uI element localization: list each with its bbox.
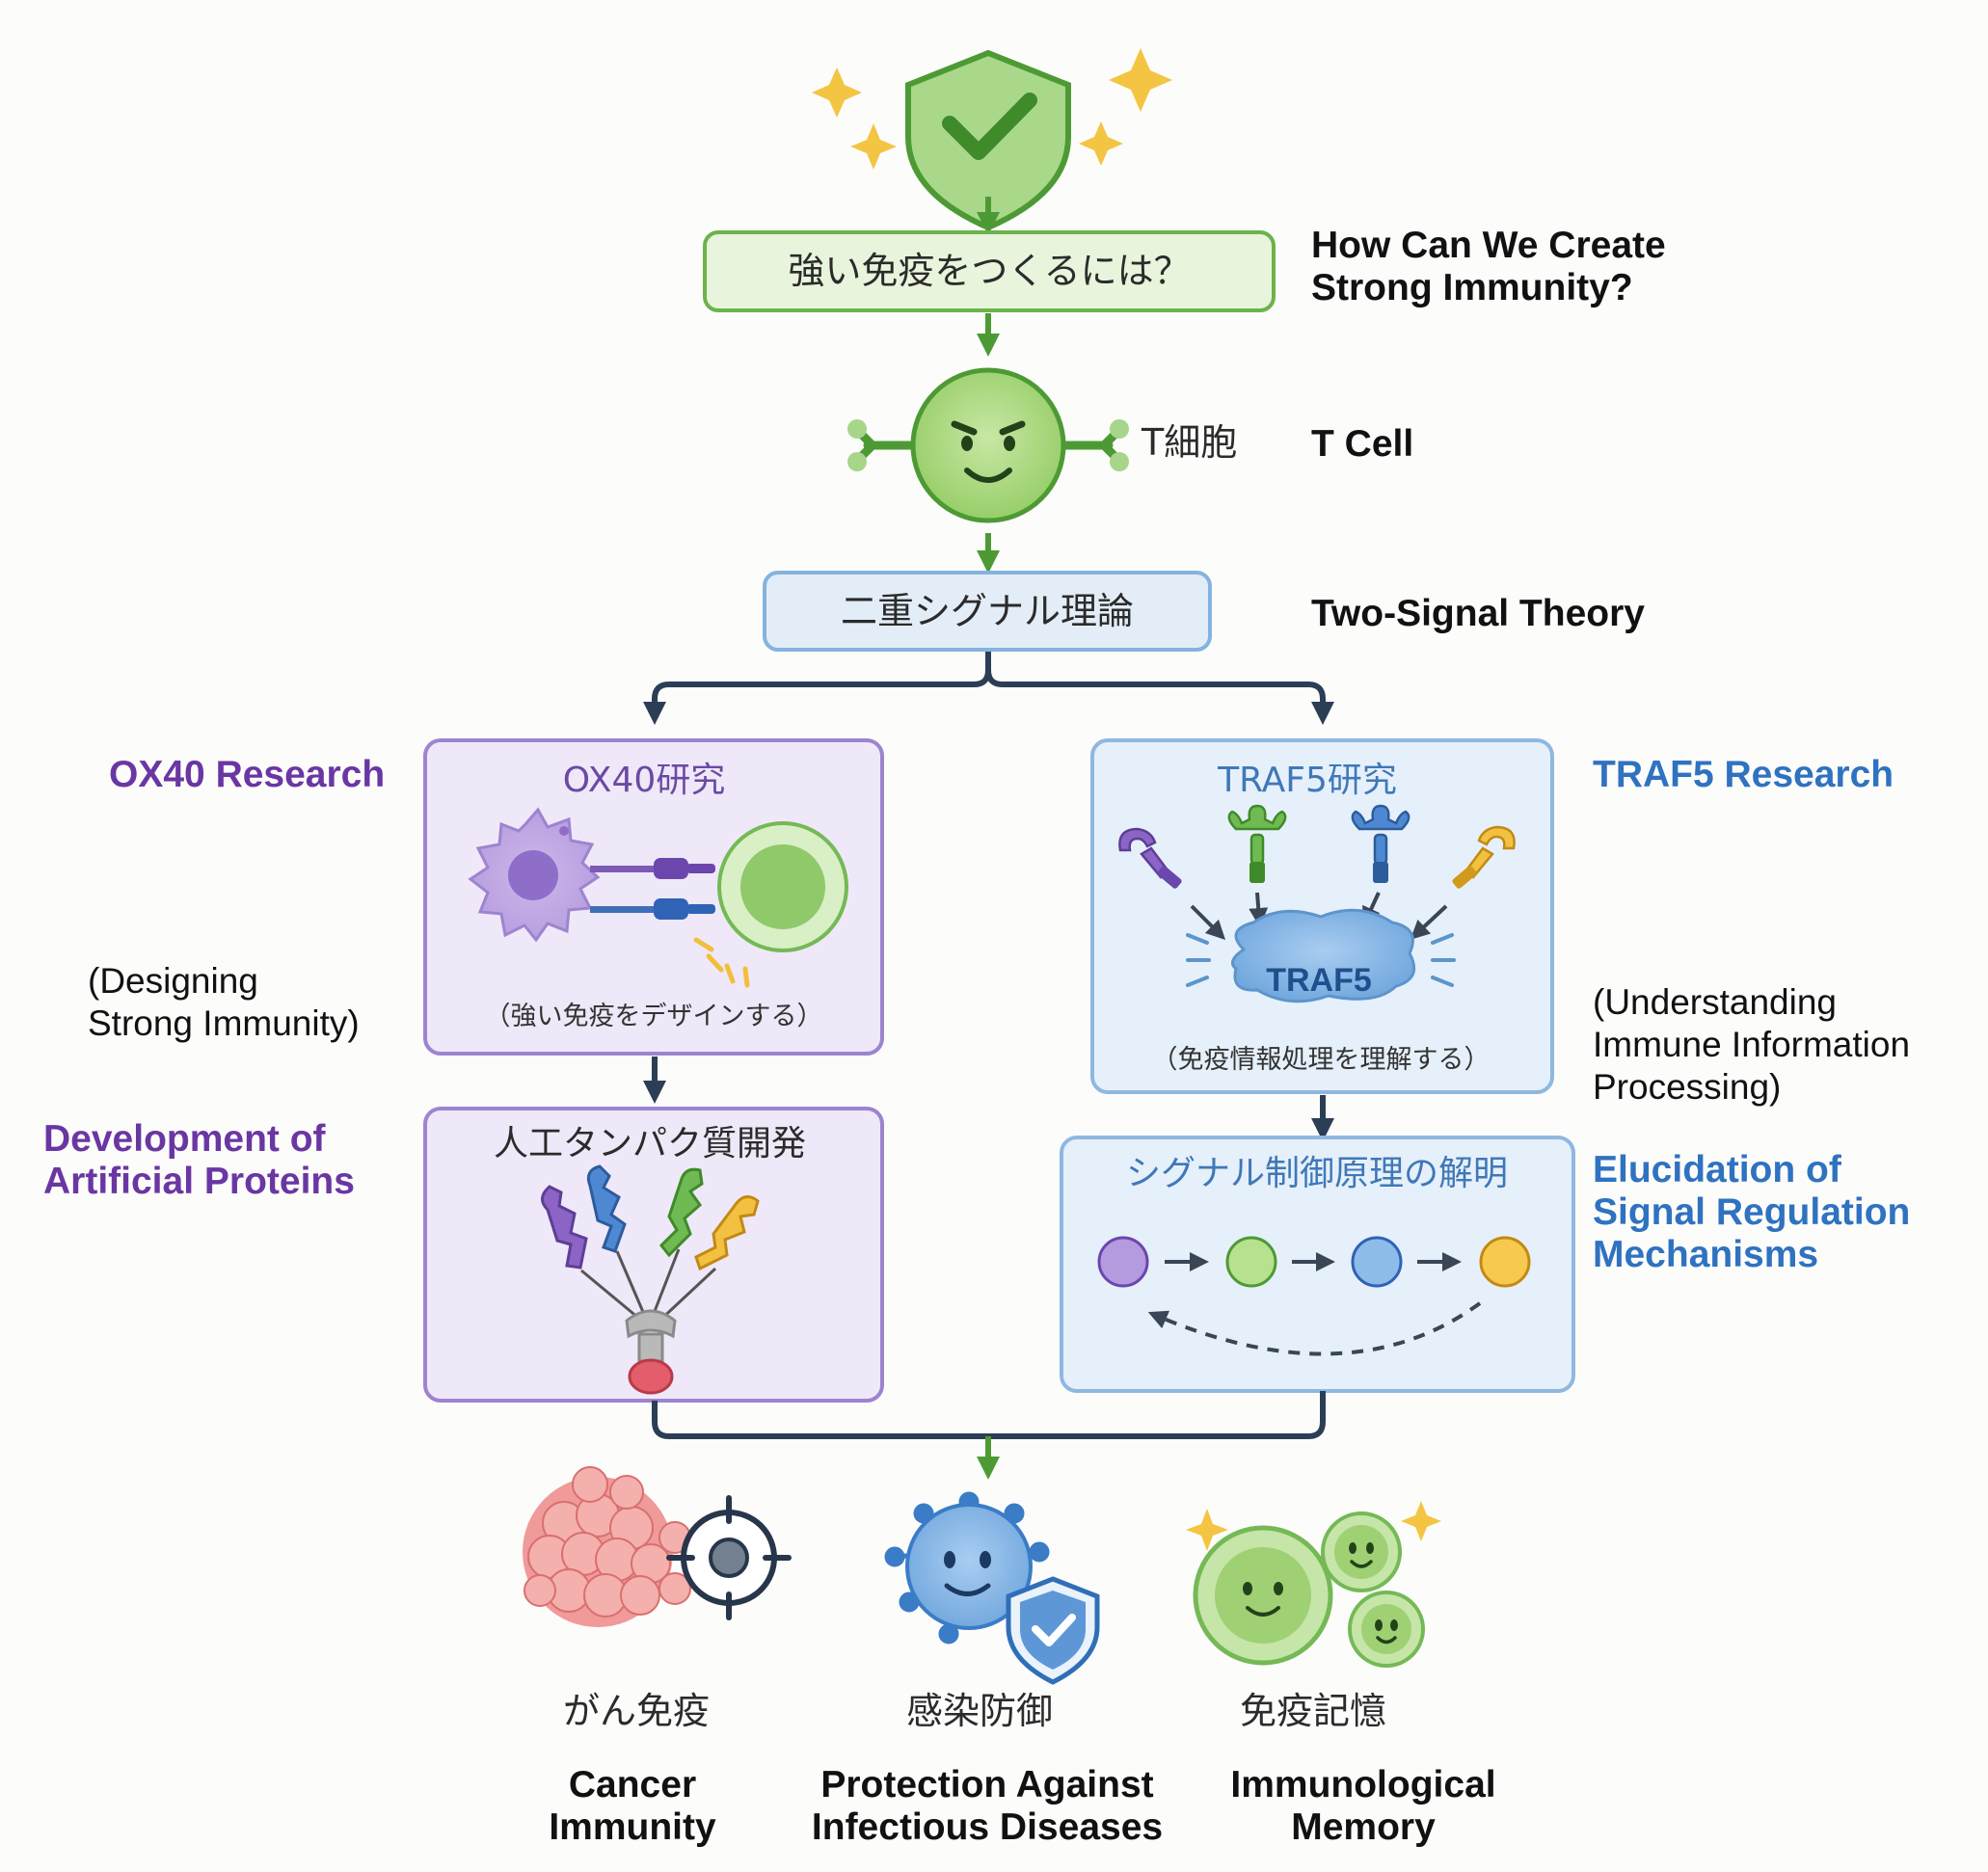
- outcome-memory-jp: 免疫記憶: [1239, 1690, 1387, 1732]
- theory-en: Two-Signal Theory: [1311, 593, 1645, 634]
- dendritic-cell-icon: [468, 807, 601, 943]
- protein-jp: 人工タンパク質開発: [493, 1124, 807, 1163]
- target-icon: [666, 1495, 792, 1620]
- artificial-protein-icon: [541, 1164, 760, 1395]
- signal-chain-icon: [1097, 1236, 1531, 1356]
- t-cell-green-icon: [693, 821, 848, 988]
- ox40-caption-jp: （強い免疫をデザインする）: [484, 1002, 823, 1031]
- ox40-caption-en: (Designing Strong Immunity): [88, 961, 360, 1043]
- shield-check-icon: [1006, 1576, 1100, 1685]
- outcome-cancer-en: Cancer Immunity: [549, 1764, 716, 1848]
- signal-jp: シグナル制御原理の解明: [1125, 1154, 1509, 1193]
- tcell-en: T Cell: [1311, 423, 1414, 465]
- memory-cell-icon: [1193, 1511, 1425, 1668]
- traf5-caption-jp: （免疫情報処理を理解する）: [1151, 1045, 1491, 1075]
- protein-en: Development of Artificial Proteins: [43, 1118, 355, 1202]
- question-en: How Can We Create Strong Immunity?: [1311, 225, 1666, 308]
- outcome-infection-jp: 感染防御: [905, 1690, 1054, 1732]
- question-box: [703, 230, 1276, 312]
- ox40-title-jp: OX40研究: [562, 761, 726, 800]
- outcome-infection-en: Protection Against Infectious Diseases: [811, 1764, 1164, 1848]
- traf5-cloud-icon: [1186, 908, 1456, 1003]
- question-jp: 強い免疫をつくるには？: [788, 250, 1191, 292]
- t-cell-icon: [847, 367, 1129, 523]
- traf5-title-jp: TRAF5研究: [1218, 761, 1397, 800]
- ox40-title-en: OX40 Research: [109, 754, 386, 795]
- sparkle-icon: [1186, 1501, 1441, 1551]
- split-connector: [643, 652, 1334, 725]
- tcell-jp: T細胞: [1142, 421, 1238, 464]
- cancer-cluster-icon: [523, 1466, 691, 1627]
- traf5-caption-en: (Understanding Immune Information Proces…: [1593, 982, 1911, 1107]
- outcome-cancer-jp: がん免疫: [562, 1690, 711, 1732]
- theory-box: [763, 571, 1212, 652]
- traf5-title-en: TRAF5 Research: [1593, 754, 1894, 795]
- sparkle-icon: [812, 48, 1172, 170]
- virus-icon: [884, 1491, 1050, 1645]
- receptor-icon: [1118, 804, 1516, 889]
- traf5-center-label: TRAF5: [1266, 962, 1372, 999]
- receptor-icon: [590, 858, 715, 920]
- signal-en: Elucidation of Signal Regulation Mechani…: [1593, 1149, 1911, 1275]
- theory-jp: 二重シグナル理論: [840, 590, 1135, 632]
- outcome-memory-en: Immunological Memory: [1230, 1764, 1496, 1848]
